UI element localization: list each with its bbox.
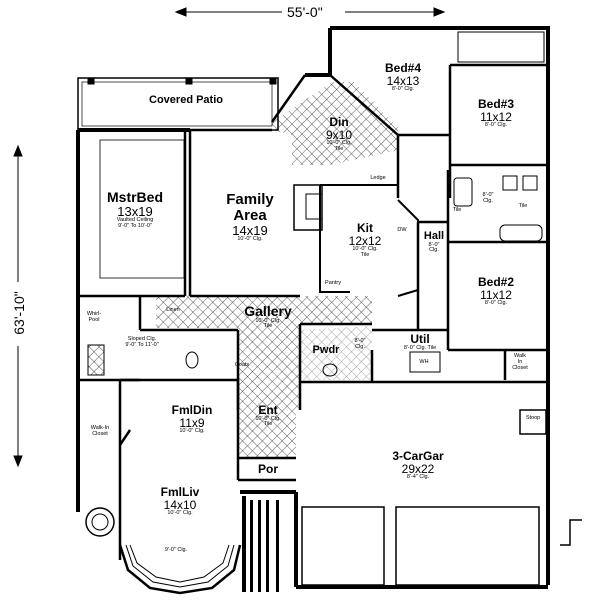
whirlpool-label-1: Whirl- — [86, 311, 102, 317]
walk-in-closet-label: Walk-In Closet — [90, 425, 110, 438]
walk-in-closet-2: Closet — [92, 430, 108, 437]
depth-dimension-arrow — [13, 144, 23, 468]
ledge-label: Ledge — [370, 175, 386, 181]
walk-in-closet-bed2-3: Closet — [512, 364, 528, 371]
depth-dimension-text: 63'-10" — [11, 291, 27, 335]
pantry-label: Pantry — [325, 280, 341, 286]
depth-dimension-label: 63'-10" — [4, 286, 34, 346]
sloped-ceiling-2: 9'-0" To 11'-0" — [125, 341, 159, 348]
pwdr-ceiling-1: 8'-0" — [354, 338, 366, 344]
walk-in-closet-1: Walk-In — [90, 425, 110, 431]
bath-tile-label: Tile — [518, 203, 528, 209]
sloped-ceiling-label: Sloped Clg. 9'-0" To 11'-0" — [125, 336, 159, 349]
walk-in-closet-bed2-2: In — [517, 358, 523, 365]
pwdr-ceiling-label: 8'-0" Clg. — [354, 338, 366, 351]
bath-ceiling-2: Clg. — [483, 197, 493, 204]
linen-label: Linen — [166, 307, 180, 313]
coats-label: Coats — [234, 362, 250, 368]
bath-tile-label-2: Tile — [452, 207, 462, 213]
interior-walls — [76, 31, 548, 560]
stoop — [519, 409, 582, 546]
formal-living-bay-note: 9'-0" Clg. — [164, 547, 188, 553]
whirlpool-label: Whirl- Pool — [86, 311, 102, 324]
tile-hatch — [156, 82, 398, 458]
pwdr-ceiling-2: Clg. — [355, 343, 365, 350]
bay-window — [118, 544, 242, 595]
covered-patio — [77, 77, 279, 131]
width-dimension-label: 55'-0" — [287, 4, 323, 20]
water-heater-label: WH — [419, 359, 429, 365]
stoop-label: Stoop — [525, 415, 541, 421]
fixtures — [87, 175, 538, 377]
whirlpool-tub — [85, 507, 115, 537]
walk-in-closet-bed2-1: Walk — [513, 353, 527, 359]
shrubs — [242, 496, 279, 592]
bath-ceiling-1: 8'-0" — [482, 192, 494, 198]
bath-ceiling-label: 8'-0" Clg. — [482, 192, 494, 205]
dishwasher-label: DW — [397, 227, 407, 233]
whirlpool-label-2: Pool — [88, 316, 100, 323]
walk-in-closet-bed2-label: Walk In Closet — [512, 353, 528, 371]
sloped-ceiling-1: Sloped Clg. — [127, 336, 157, 342]
garage-doors — [301, 506, 540, 586]
width-dimension-arrow — [174, 7, 446, 17]
